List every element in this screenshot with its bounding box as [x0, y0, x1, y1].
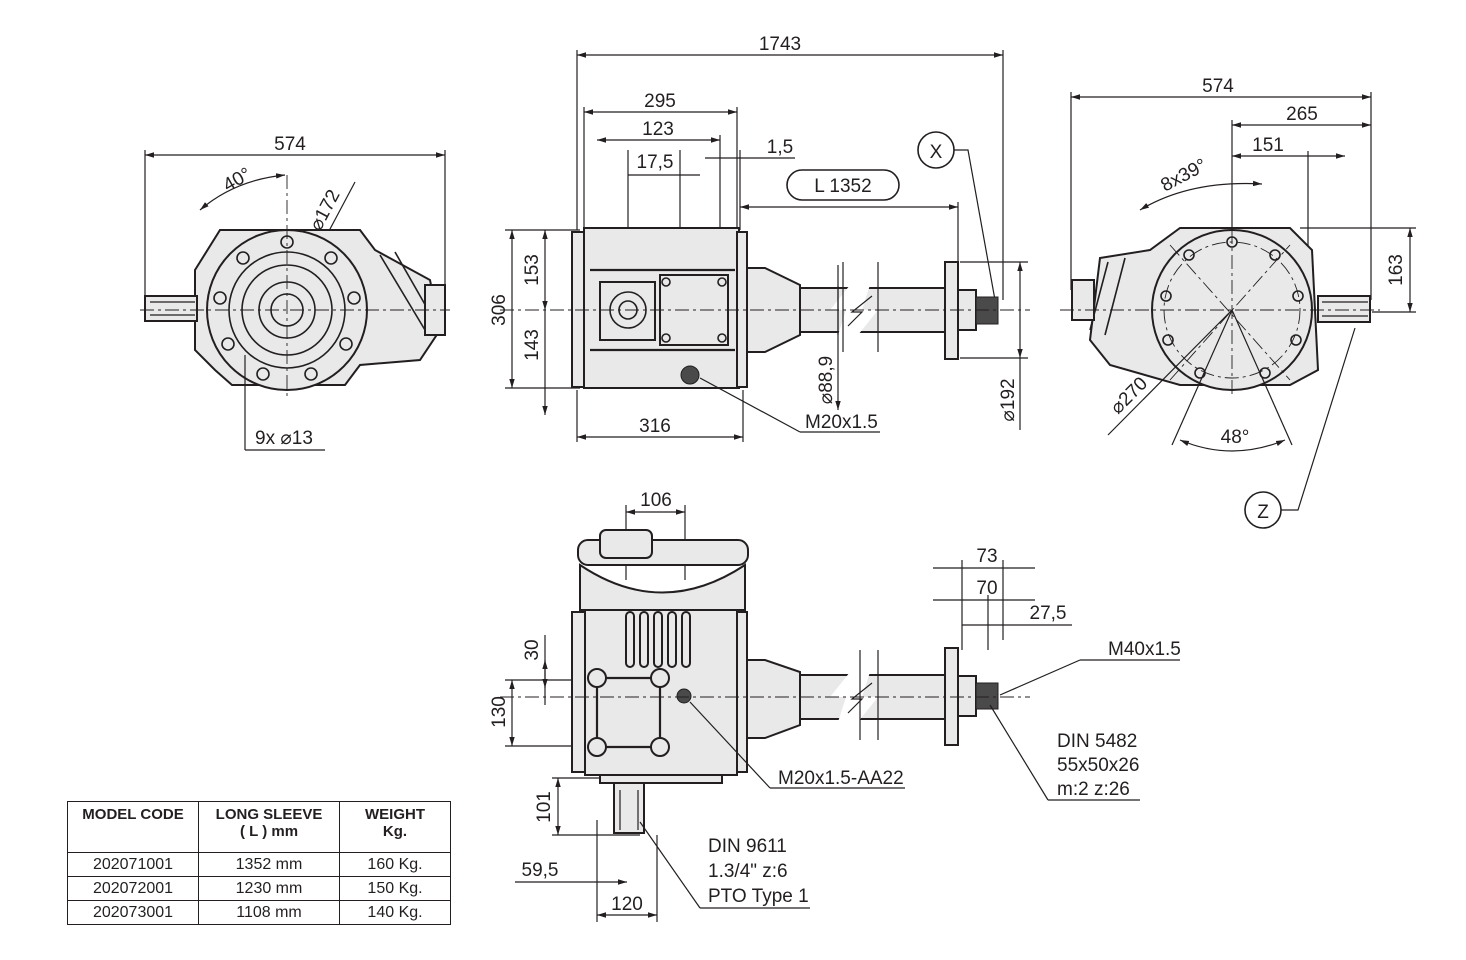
flange-diameter-label: ⌀192 — [998, 378, 1019, 421]
front-holes-label: 9x ⌀13 — [255, 428, 313, 449]
side-bearing-hub — [746, 267, 801, 353]
drain-plug-label: M20x1.5 — [805, 412, 878, 433]
dim-59-5-label: 59,5 — [522, 860, 559, 881]
top-input-shaft — [613, 782, 645, 834]
plug-label: M20x1.5-AA22 — [778, 768, 904, 789]
housing-dim-label: 295 — [644, 91, 676, 112]
dim-130-label: 130 — [489, 696, 510, 728]
overall-length-label: 1743 — [759, 34, 801, 55]
cell-model-code: 202071001 — [67, 852, 199, 877]
side-view: 1743 295 123 17,5 1,5 L 1352 X 306 153 1… — [489, 34, 1030, 442]
top-plug — [676, 688, 692, 704]
drain-plug — [680, 365, 700, 385]
dim-123-label: 123 — [642, 119, 674, 140]
spline-out-line2: 55x50x26 — [1057, 755, 1139, 776]
top-breather — [599, 529, 653, 559]
dim-70-label: 70 — [976, 578, 997, 599]
spline-out-line3: m:2 z:26 — [1057, 779, 1130, 800]
rear-151-label: 151 — [1252, 135, 1284, 156]
height-153-label: 153 — [522, 254, 543, 286]
table-row: 202073001 1108 mm 140 Kg. — [67, 900, 451, 925]
height-306-label: 306 — [489, 294, 510, 326]
top-cooling-fins — [625, 611, 691, 668]
table-row: 202071001 1352 mm 160 Kg. — [67, 852, 451, 877]
dim-17-5-label: 17,5 — [637, 152, 674, 173]
rear-pcd-label: ⌀270 — [1107, 373, 1152, 418]
top-output-spline — [975, 682, 999, 710]
rear-width-label: 574 — [1202, 76, 1234, 97]
spline-in-line2: 1.3/4" z:6 — [708, 861, 788, 882]
spline-out-line1: DIN 5482 — [1057, 731, 1137, 752]
cell-model-code: 202073001 — [67, 900, 199, 925]
cell-long-sleeve: 1230 mm — [198, 876, 340, 901]
header-long-sleeve: LONG SLEEVE( L ) mm — [198, 801, 340, 853]
sleeve-length-badge — [786, 169, 900, 201]
front-input-shaft — [144, 295, 198, 322]
shaft-diameter-label: ⌀88,9 — [816, 356, 837, 404]
dim-73-label: 73 — [976, 546, 997, 567]
dim-27-5-label: 27,5 — [1030, 603, 1067, 624]
top-output-flange — [944, 647, 959, 746]
front-view: 574 40° ⌀172 9x ⌀ — [140, 134, 450, 451]
detail-x-label: X — [930, 142, 943, 163]
rear-bolt-holes — [1160, 236, 1304, 379]
dim-106-label: 106 — [640, 490, 672, 511]
rear-265-label: 265 — [1286, 104, 1318, 125]
header-model-code: MODEL CODE — [67, 801, 199, 853]
top-bearing-hub — [746, 659, 801, 739]
cell-weight: 150 Kg. — [339, 876, 451, 901]
side-flange-left — [571, 231, 585, 388]
sleeve-length-label: L 1352 — [814, 176, 871, 197]
rear-angle-label: 48° — [1221, 427, 1250, 448]
dim-101-label: 101 — [534, 791, 555, 823]
spline-in-line3: PTO Type 1 — [708, 886, 809, 907]
rear-input-shaft — [1317, 295, 1371, 323]
side-output-spline — [975, 296, 999, 325]
detail-z-label: Z — [1257, 502, 1269, 523]
thread-label: M40x1.5 — [1108, 639, 1181, 660]
cell-model-code: 202072001 — [67, 876, 199, 901]
cell-weight: 140 Kg. — [339, 900, 451, 925]
table-row: 202072001 1230 mm 150 Kg. — [67, 876, 451, 901]
spline-in-line1: DIN 9611 — [708, 836, 787, 857]
dim-30-label: 30 — [522, 639, 543, 660]
side-flange-right — [736, 231, 748, 388]
front-diameter-label: ⌀172 — [306, 186, 345, 234]
cell-weight: 160 Kg. — [339, 852, 451, 877]
top-view: 106 73 70 27,5 M40x1.5 30 130 101 59,5 1… — [489, 490, 1181, 922]
rear-view: 574 265 151 8x39° 163 — [1060, 76, 1416, 529]
front-angle-label: 40° — [220, 164, 255, 197]
dim-120-label: 120 — [611, 894, 643, 915]
cell-long-sleeve: 1352 mm — [198, 852, 340, 877]
height-143-label: 143 — [522, 329, 543, 361]
cell-long-sleeve: 1108 mm — [198, 900, 340, 925]
rear-163-label: 163 — [1386, 254, 1407, 286]
bolt-pattern-label: 8x39° — [1157, 155, 1210, 196]
side-output-flange — [944, 261, 959, 360]
dim-1-5-label: 1,5 — [767, 137, 793, 158]
base-316-label: 316 — [639, 416, 671, 437]
front-width-label: 574 — [274, 134, 306, 155]
